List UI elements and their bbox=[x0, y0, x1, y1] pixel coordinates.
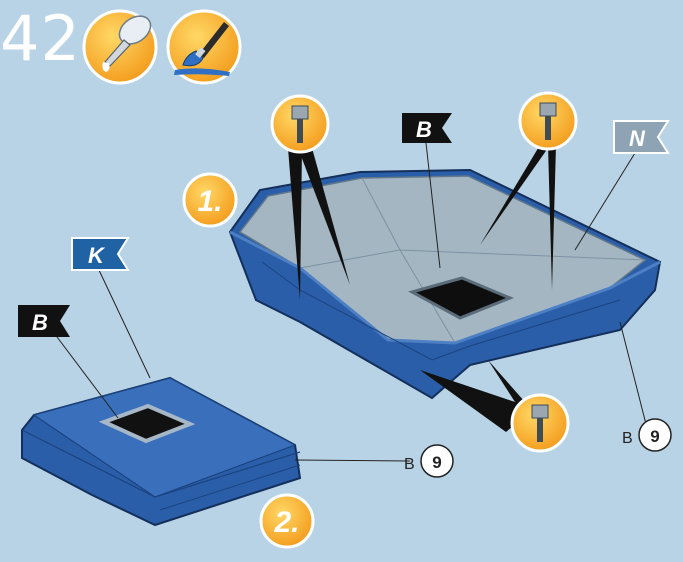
substep-label: 2. bbox=[273, 506, 299, 539]
part-flag-n: N bbox=[614, 121, 668, 153]
screw-count: 9 bbox=[650, 427, 659, 446]
screw-letter: B bbox=[622, 430, 633, 447]
screw-count-ref: B 9 bbox=[404, 445, 453, 477]
screwdriver-icon bbox=[272, 96, 328, 152]
screw-letter: B bbox=[404, 456, 415, 473]
part-flag-k: K bbox=[72, 238, 128, 270]
screwdriver-icon bbox=[512, 395, 568, 451]
screwdriver-icon bbox=[520, 93, 576, 149]
part-flag-b: B bbox=[402, 113, 452, 143]
paint-brush-icon bbox=[168, 11, 240, 83]
cover-part bbox=[22, 378, 300, 525]
flag-label: K bbox=[88, 243, 106, 268]
screw-count-ref: B 9 bbox=[622, 419, 671, 451]
screw-count: 9 bbox=[432, 453, 441, 472]
substep-badge-2: 2. bbox=[261, 495, 313, 547]
flag-label: B bbox=[32, 310, 48, 335]
flag-label: N bbox=[629, 126, 646, 151]
substep-badge-1: 1. bbox=[184, 174, 236, 226]
substep-label: 1. bbox=[197, 185, 222, 218]
flag-label: B bbox=[416, 117, 432, 142]
part-flag-b: B bbox=[18, 305, 70, 337]
glue-bottle-icon bbox=[84, 10, 156, 83]
